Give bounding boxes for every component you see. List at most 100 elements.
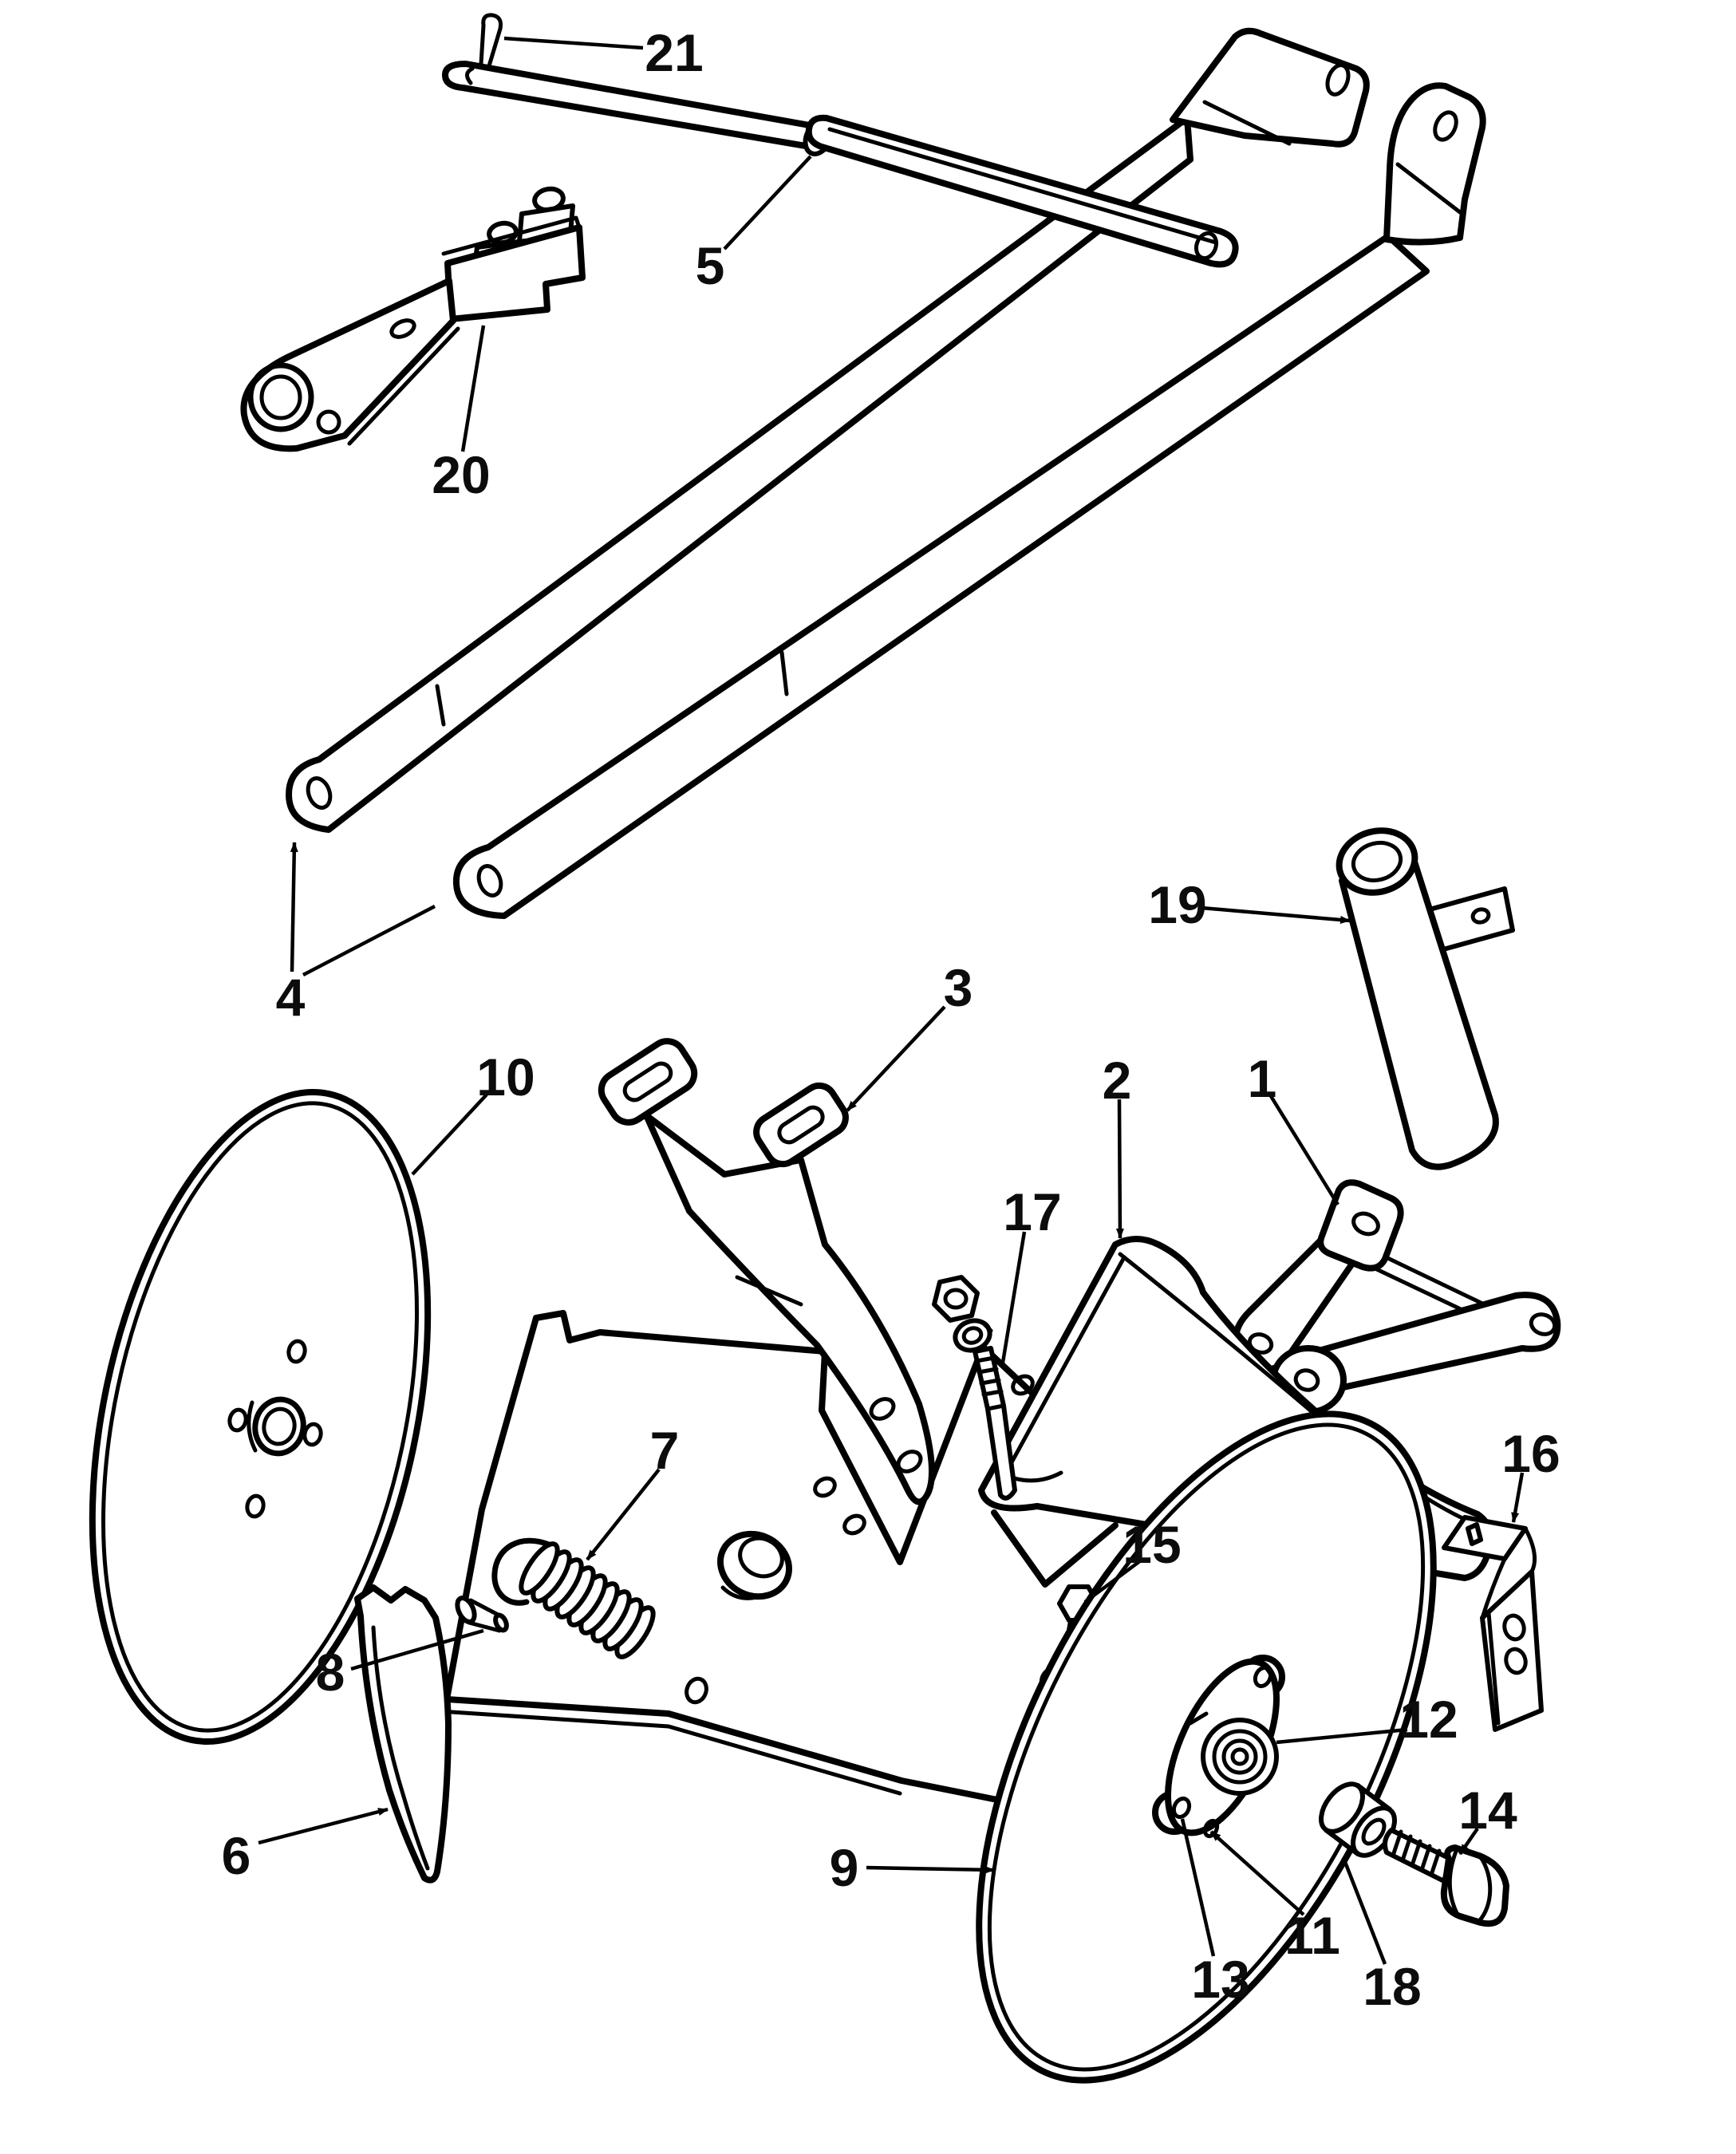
- part-7-coil-spring: [491, 1537, 656, 1659]
- drag-arm-upper-front-bracket: [1170, 27, 1370, 148]
- boot-inner-bottom: [1009, 1470, 1063, 1483]
- lift-rod: [442, 61, 817, 150]
- hub-ear-hole-top: [1253, 1665, 1273, 1689]
- shield-plate-bottom-lip: [449, 1710, 902, 1796]
- clip-tab-slot: [1466, 1522, 1483, 1546]
- part-19-spring-tube: [1336, 827, 1515, 1170]
- bracket-top-lug: [1317, 1179, 1404, 1272]
- leader-line-7: [586, 1468, 661, 1561]
- bolt14-thread-2: [1400, 1834, 1413, 1863]
- leader-line-19: [1201, 905, 1351, 924]
- part-18-bushing: [1319, 1781, 1397, 1858]
- bolt-shaft: [973, 1346, 1017, 1501]
- callout-6: 6: [222, 1807, 389, 1885]
- plate-boss-base-arc: [720, 1585, 765, 1600]
- leader-line-10: [411, 1093, 488, 1176]
- part-number-11: 11: [1284, 1906, 1340, 1965]
- drag-arm-upper-bar: [286, 115, 1194, 833]
- part-number-4: 4: [276, 968, 306, 1027]
- callout-1: 1: [1248, 1049, 1339, 1206]
- leader-line-4: [290, 842, 298, 972]
- drag-arm-lower-bend-mark: [779, 650, 789, 696]
- clamp-arm-small-hole: [316, 409, 341, 435]
- spring-hook: [491, 1537, 552, 1606]
- part-21-cotter-pin: [479, 13, 503, 71]
- standard-bend-line: [735, 1275, 803, 1307]
- flange-hole-13: [1171, 1796, 1192, 1820]
- clamp-arm-slot: [389, 318, 416, 339]
- leader-line-14: [1458, 1827, 1479, 1856]
- pin-shaft-top: [468, 1598, 503, 1619]
- tube-top-bore: [1351, 840, 1403, 883]
- lift-rod-eye: [465, 66, 475, 85]
- bolt14-thread-1: [1391, 1829, 1403, 1858]
- leader-line-1: [1269, 1095, 1339, 1206]
- bolt14-head: [1440, 1844, 1509, 1927]
- part-number-5: 5: [696, 236, 725, 295]
- part-8-spring-pin: [455, 1596, 509, 1633]
- clamp-arm-inner-edge: [347, 326, 460, 446]
- clip-hole-upper: [1502, 1613, 1526, 1642]
- lock-washer-split: [980, 1320, 993, 1333]
- left-disc-inner-rim: [101, 1101, 419, 1733]
- plate-hole-a: [813, 1476, 837, 1498]
- leader-line-17: [1000, 1231, 1027, 1368]
- bolt-thread-1: [974, 1355, 996, 1363]
- callout-2: 2: [1103, 1051, 1131, 1239]
- drag-arm-lower-bracket-hole: [1433, 110, 1458, 142]
- part-number-3: 3: [944, 958, 973, 1017]
- cotter-pin-leg-right: [486, 26, 503, 71]
- plate-boss-outer: [717, 1530, 792, 1600]
- bearing-ring-2: [1212, 1729, 1268, 1785]
- nut-hole: [943, 1288, 969, 1310]
- callout-11: 11: [1209, 1830, 1340, 1965]
- part-number-20: 20: [432, 445, 490, 504]
- link-bar-edge: [827, 127, 1218, 245]
- callout-4: 4: [276, 842, 436, 1027]
- tube-body: [1339, 841, 1499, 1170]
- bolt-thread-2: [977, 1367, 999, 1375]
- leader-line-12: [1276, 1727, 1408, 1745]
- left-disc-hub-outer: [252, 1396, 306, 1457]
- plate-hole-c: [1011, 1374, 1035, 1396]
- callout-10: 10: [411, 1047, 535, 1176]
- left-disc-hub-arc: [247, 1400, 258, 1453]
- bolt14-facet-right: [1477, 1855, 1493, 1923]
- leader-line-3: [846, 1005, 946, 1112]
- part-20-clamp-bracket: [240, 186, 586, 452]
- bushing-bore: [1361, 1817, 1387, 1846]
- plate-boss-inner: [738, 1536, 784, 1579]
- link-bar-hole: [1194, 231, 1219, 261]
- part-number-19: 19: [1148, 875, 1206, 934]
- bushing-top-edge: [1355, 1783, 1392, 1812]
- callout-20: 20: [432, 325, 491, 504]
- bracket-bottom-bar: [1284, 1292, 1561, 1401]
- standard-left-ear: [598, 1038, 698, 1126]
- bolt14-facet-left: [1447, 1847, 1461, 1919]
- part-number-18: 18: [1363, 1957, 1421, 2016]
- callout-5: 5: [696, 155, 812, 295]
- part-number-14: 14: [1458, 1781, 1517, 1840]
- callout-7: 7: [586, 1421, 680, 1561]
- part-number-16: 16: [1501, 1424, 1560, 1483]
- callout-18: 18: [1343, 1861, 1422, 2016]
- part-number-7: 7: [650, 1421, 680, 1480]
- left-disc-hub-inner: [262, 1406, 297, 1446]
- bracket-bottom-hole: [1293, 1368, 1320, 1392]
- part-number-6: 6: [222, 1826, 251, 1885]
- hub-flange-notch: [1188, 1711, 1209, 1726]
- leader-line-5: [723, 155, 812, 251]
- drag-arm-lower-front-bracket: [1383, 82, 1486, 246]
- part-3-standard-bracket: [598, 1038, 935, 1505]
- callout-9: 9: [830, 1838, 995, 1897]
- leader-line-8: [350, 1628, 484, 1671]
- leader-line-16: [1511, 1472, 1525, 1523]
- bolt-collar: [985, 1403, 1006, 1411]
- clamp-arm-boss: [247, 362, 314, 432]
- drag-arm-lower-bracket-bend: [1395, 162, 1462, 215]
- part-6-scraper: [354, 1584, 452, 1884]
- spring-coil-9: [519, 1541, 560, 1596]
- leader-line-9: [866, 1865, 995, 1874]
